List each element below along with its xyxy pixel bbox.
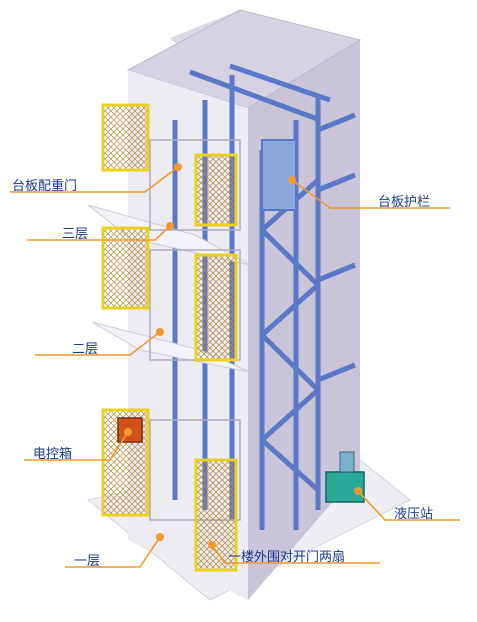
control-box: [117, 417, 143, 443]
label-floor2: 二层: [72, 342, 99, 357]
leader-dots: [124, 163, 362, 549]
label-floor1: 一层: [74, 554, 101, 569]
label-counterweight-door: 台板配重门: [12, 179, 78, 194]
label-platform-guardrail: 台板护栏: [378, 195, 431, 210]
hydraulic-pump: [325, 451, 365, 503]
platform-guardrail-panel: [261, 139, 297, 211]
label-ground-doors: 一楼外围对开门两扇: [228, 550, 346, 565]
label-floor3: 三层: [62, 227, 89, 242]
leader-lines: [10, 166, 460, 568]
label-control-box: 电控箱: [33, 447, 73, 462]
label-hydraulic-station: 液压站: [394, 507, 434, 522]
gates: [101, 103, 238, 572]
